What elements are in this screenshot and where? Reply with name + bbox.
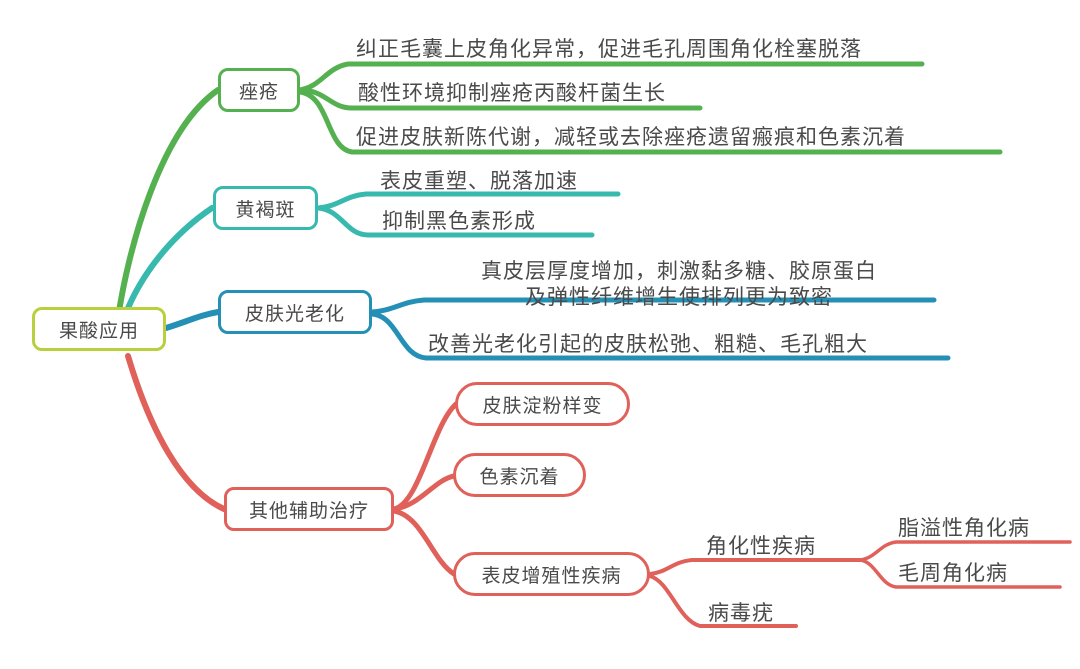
leaf-seborrheic-keratosis: 脂溢性角化病 (898, 515, 1030, 541)
leaf-melasma-2: 抑制黑色素形成 (382, 208, 536, 234)
leaf-photoaging-1: 真皮层厚度增加，刺激黏多糖、胶原蛋白 及弹性纤维增生使排列更为致密 (424, 258, 934, 311)
root-node[interactable]: 果酸应用 (32, 307, 166, 351)
leaf-keratosis-pilaris: 毛周角化病 (898, 560, 1008, 586)
edge-hyperproliferative-keratotic (648, 558, 862, 576)
edge-other-child-1 (391, 401, 459, 512)
leaf-photoaging-1-line2: 及弹性纤维增生使排列更为致密 (525, 285, 833, 310)
leaf-photoaging-2-label: 改善光老化引起的皮肤松弛、粗糙、毛孔粗大 (428, 332, 868, 356)
node-skin-amyloidosis-label: 皮肤淀粉样变 (482, 394, 603, 417)
leaf-acne-1: 纠正毛囊上皮角化异常，促进毛孔周围角化栓塞脱落 (356, 36, 862, 62)
leaf-melasma-2-label: 抑制黑色素形成 (382, 209, 536, 233)
edge-keratotic-seborrheic (858, 540, 1072, 562)
leaf-viral-wart-label: 病毒疣 (708, 601, 774, 625)
edge-root-photoaging (163, 309, 221, 331)
leaf-acne-3: 促进皮肤新陈代谢，减轻或去除痤疮遗留瘢痕和色素沉着 (356, 124, 906, 150)
leaf-acne-1-label: 纠正毛囊上皮角化异常，促进毛孔周围角化栓塞脱落 (356, 37, 862, 61)
branch-node-photoaging-label: 皮肤光老化 (244, 302, 345, 325)
branch-node-acne-label: 痤疮 (238, 80, 279, 103)
edge-melasma-child-1 (315, 191, 621, 211)
leaf-melasma-1-label: 表皮重塑、脱落加速 (380, 169, 578, 193)
branch-node-other[interactable]: 其他辅助治疗 (224, 487, 394, 531)
branch-node-photoaging[interactable]: 皮肤光老化 (218, 290, 372, 334)
leaf-melasma-1: 表皮重塑、脱落加速 (380, 168, 578, 194)
root-node-label: 果酸应用 (58, 319, 139, 342)
edge-root-acne (115, 87, 221, 321)
edge-other-child-3 (391, 508, 457, 577)
leaf-photoaging-1-line1: 真皮层厚度增加，刺激黏多糖、胶原蛋白 (481, 259, 877, 283)
leaf-acne-2-label: 酸性环境抑制痤疮丙酸杆菌生长 (358, 81, 666, 105)
leaf-seborrheic-keratosis-label: 脂溢性角化病 (898, 516, 1030, 540)
leaf-viral-wart: 病毒疣 (708, 600, 774, 626)
branch-node-other-label: 其他辅助治疗 (248, 499, 369, 522)
branch-node-melasma[interactable]: 黄褐斑 (213, 186, 318, 230)
node-pigmentation-label: 色素沉着 (479, 465, 560, 488)
edge-other-child-2 (391, 473, 457, 512)
leaf-photoaging-2: 改善光老化引起的皮肤松弛、粗糙、毛孔粗大 (428, 331, 868, 357)
edge-root-other (125, 353, 227, 512)
leaf-acne-3-label: 促进皮肤新陈代谢，减轻或去除痤疮遗留瘢痕和色素沉着 (356, 125, 906, 149)
node-pigmentation[interactable]: 色素沉着 (453, 453, 586, 497)
leaf-keratotic-disease-label: 角化性疾病 (706, 534, 816, 558)
leaf-acne-2: 酸性环境抑制痤疮丙酸杆菌生长 (358, 80, 666, 106)
node-epidermal-hyperproliferative[interactable]: 表皮增殖性疾病 (453, 552, 650, 596)
branch-node-acne[interactable]: 痤疮 (218, 68, 300, 112)
leaf-keratosis-pilaris-label: 毛周角化病 (898, 561, 1008, 585)
node-epidermal-hyperproliferative-label: 表皮增殖性疾病 (481, 564, 622, 587)
branch-node-melasma-label: 黄褐斑 (235, 198, 296, 221)
edge-root-melasma (121, 205, 215, 321)
node-skin-amyloidosis[interactable]: 皮肤淀粉样变 (455, 382, 630, 426)
leaf-keratotic-disease: 角化性疾病 (706, 533, 816, 559)
